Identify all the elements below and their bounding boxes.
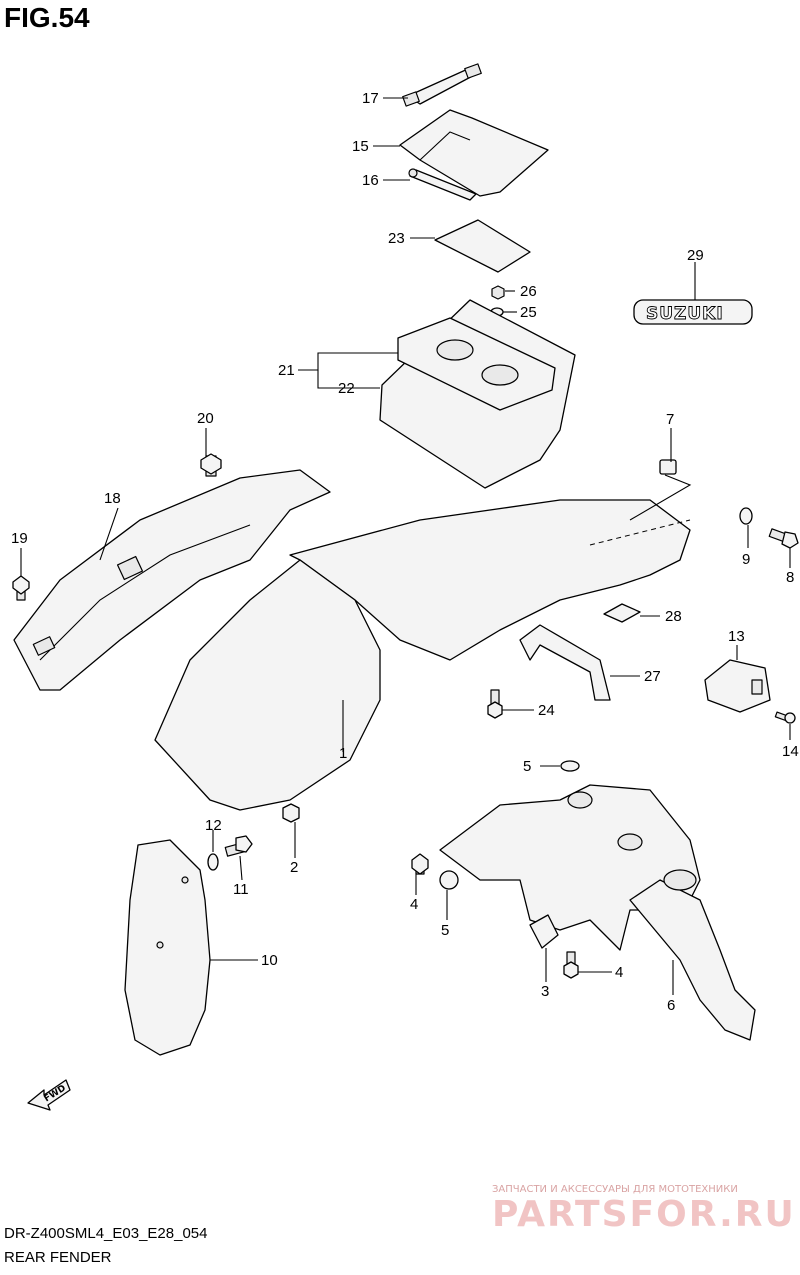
callout-18: 18 [104, 490, 121, 507]
callout-1: 1 [339, 745, 347, 762]
callout-13: 13 [728, 628, 745, 645]
part-9-washer [739, 507, 753, 525]
part-26-nut [491, 285, 505, 300]
part-29-emblem: SUZUKI [633, 299, 753, 325]
callout-9: 9 [742, 551, 750, 568]
part-1-rear-fender [154, 474, 692, 811]
callout-16: 16 [362, 172, 379, 189]
part-24-bolt [487, 689, 503, 719]
callout-27: 27 [644, 668, 661, 685]
part-23-plate [434, 219, 531, 273]
callout-6: 6 [667, 997, 675, 1014]
callout-15: 15 [352, 138, 369, 155]
figure-section-name: REAR FENDER [4, 1249, 112, 1266]
fwd-direction-arrow: FWD [27, 1079, 71, 1111]
callout-20: 20 [197, 410, 214, 427]
callout-19: 19 [11, 530, 28, 547]
part-19-bolt [12, 575, 30, 601]
callout-4-lower: 4 [615, 964, 623, 981]
callout-4-left: 4 [410, 896, 418, 913]
part-7-clip [659, 459, 677, 475]
watermark-tagline: ЗАПЧАСТИ И АКСЕССУАРЫ ДЛЯ МОТОТЕХНИКИ [492, 1184, 738, 1195]
part-17-strap [402, 63, 482, 107]
callout-22: 22 [338, 380, 355, 397]
callout-12: 12 [205, 817, 222, 834]
callout-5-upper: 5 [523, 758, 531, 775]
part-8-bolt [768, 528, 799, 549]
part-11-bolt [224, 835, 253, 857]
callout-5-lower: 5 [441, 922, 449, 939]
watermark-brand: PARTSFOR.RU [492, 1194, 796, 1235]
part-15-tool-bag [399, 109, 549, 197]
part-3-bracket [529, 914, 559, 949]
part-12-washer [207, 853, 219, 871]
part-20-bolt [200, 453, 222, 477]
part-10-mud-flap [124, 839, 211, 1056]
part-6-rear-frame [439, 784, 756, 1041]
callout-2: 2 [290, 859, 298, 876]
callout-7: 7 [666, 411, 674, 428]
callout-3: 3 [541, 983, 549, 1000]
callout-11: 11 [233, 881, 249, 898]
callout-14: 14 [782, 743, 799, 760]
part-27-handle [519, 624, 611, 701]
part-5-washer-upper [560, 760, 580, 772]
callout-24: 24 [538, 702, 555, 719]
callout-17: 17 [362, 90, 379, 107]
callout-10: 10 [261, 952, 278, 969]
part-28-pad [603, 603, 641, 623]
figure-model-code: DR-Z400SML4_E03_E28_054 [4, 1225, 208, 1242]
part-14-screw [774, 711, 796, 724]
part-21-tray [397, 317, 556, 411]
callout-28: 28 [665, 608, 682, 625]
part-5-spacer-lower [439, 870, 459, 890]
callout-8: 8 [786, 569, 794, 586]
callout-23: 23 [388, 230, 405, 247]
part-4-bolt-left [411, 853, 429, 875]
part-13-relay [704, 659, 771, 713]
callout-25: 25 [520, 304, 537, 321]
part-16-tool [408, 168, 477, 201]
part-18-side-cover [13, 469, 331, 691]
leader-lines [20, 97, 791, 995]
callout-labels: 17 15 16 23 29 26 25 21 22 20 7 18 19 9 … [11, 90, 799, 1014]
watermark: ЗАПЧАСТИ И АКСЕССУАРЫ ДЛЯ МОТОТЕХНИКИ PA… [492, 1184, 796, 1235]
part-4-bolt-lower [563, 951, 579, 979]
callout-29: 29 [687, 247, 704, 264]
callout-26: 26 [520, 283, 537, 300]
figure-title: FIG.54 [4, 2, 90, 33]
callout-21: 21 [278, 362, 295, 379]
part-2-bolt [282, 803, 300, 823]
emblem-text: SUZUKI [646, 304, 724, 324]
